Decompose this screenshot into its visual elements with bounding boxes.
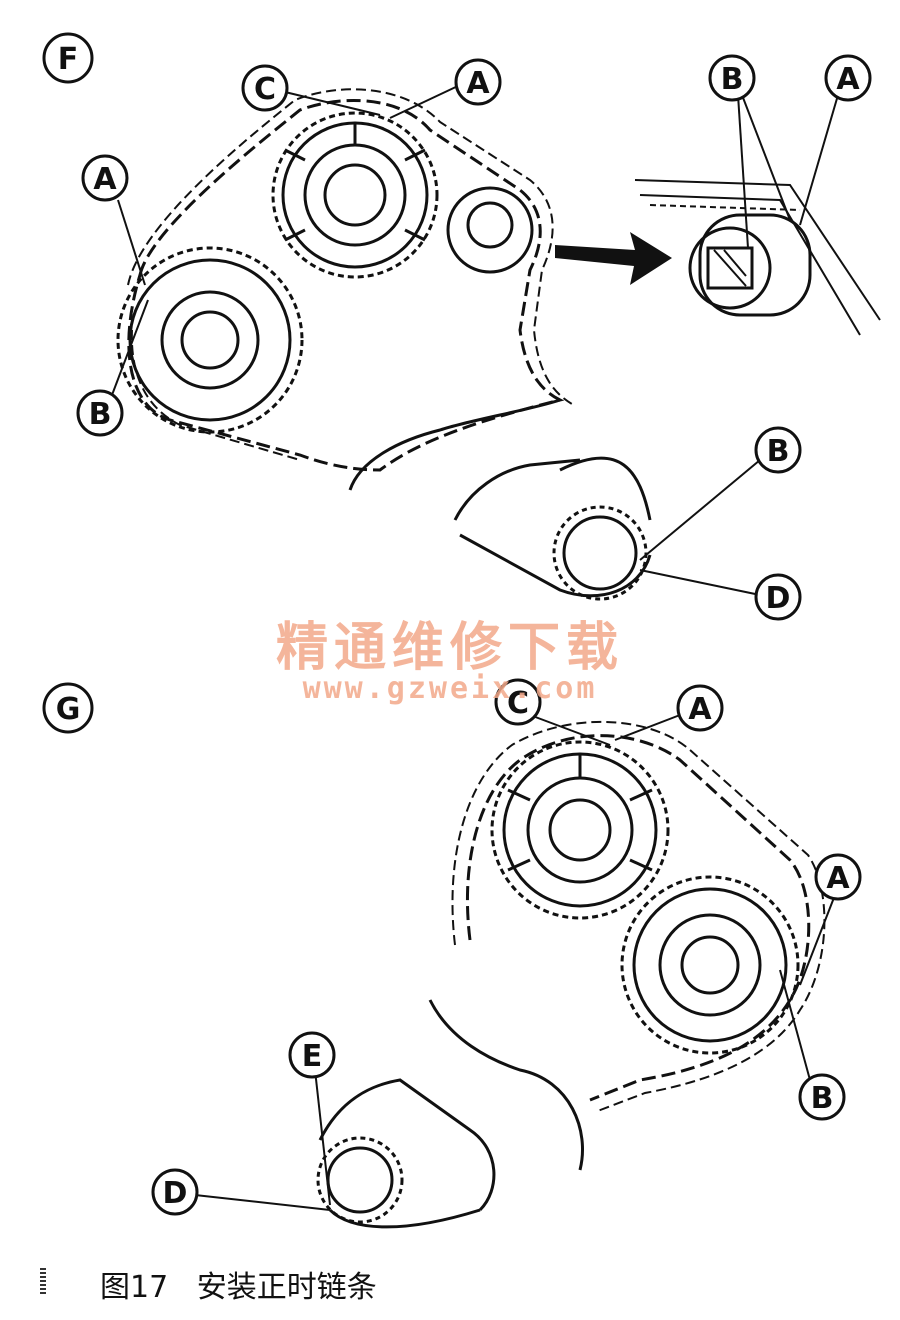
- svg-text:B: B: [721, 62, 744, 97]
- cylinder-head-outline-f: [348, 398, 561, 491]
- callout-a-g-top: A: [676, 684, 724, 732]
- svg-text:B: B: [89, 397, 112, 432]
- svg-text:C: C: [507, 686, 529, 721]
- idler-roller-f: [446, 186, 534, 274]
- svg-text:B: B: [767, 434, 790, 469]
- callout-e-g: E: [288, 1031, 336, 1079]
- callout-d-g: D: [151, 1168, 199, 1216]
- svg-text:G: G: [56, 692, 81, 727]
- svg-text:A: A: [93, 162, 117, 197]
- watermark-url: www.gzweix.com: [303, 671, 598, 706]
- figure-number: 图17: [100, 1270, 169, 1305]
- tensioner-detail-f: [634, 179, 881, 336]
- svg-text:C: C: [254, 72, 276, 107]
- figure-title: 安装正时链条: [196, 1270, 377, 1305]
- svg-text:D: D: [163, 1176, 188, 1211]
- callout-a-g-right: A: [814, 853, 862, 901]
- callout-c-g: C: [494, 678, 542, 726]
- svg-text:A: A: [688, 692, 712, 727]
- camshaft-sprocket-upper-f: [271, 111, 439, 279]
- timing-chain-f: [127, 98, 565, 472]
- camshaft-sprocket-lower-g: [620, 875, 800, 1055]
- camshaft-sprocket-lower-f: [116, 246, 304, 434]
- svg-text:E: E: [302, 1039, 323, 1074]
- detail-arrow-f: [555, 232, 672, 285]
- panel-label-g: G: [42, 682, 94, 734]
- callout-c-f: C: [241, 64, 289, 112]
- leader-lines: [111, 84, 839, 1211]
- panel-g: [316, 720, 826, 1229]
- panel-label-f: F: [42, 32, 94, 84]
- svg-text:B: B: [811, 1081, 834, 1116]
- callout-a-f-left: A: [81, 154, 129, 202]
- svg-text:A: A: [466, 66, 490, 101]
- figure-caption: 图17 安装正时链条: [100, 1262, 377, 1306]
- callout-b-f-detail: B: [708, 54, 756, 102]
- callout-b-f-crank: B: [754, 426, 802, 474]
- crankshaft-sprocket-g: [316, 1078, 496, 1229]
- callout-a-f-top: A: [454, 58, 502, 106]
- watermark-title: 精通维修下载: [276, 618, 624, 678]
- watermark: 精通维修下载 www.gzweix.com: [276, 618, 624, 706]
- callout-d-f: D: [754, 573, 802, 621]
- caption-marker: [40, 1268, 46, 1296]
- timing-chain-g: [466, 734, 811, 1102]
- svg-text:A: A: [826, 861, 850, 896]
- crankshaft-sprocket-f: [453, 456, 652, 601]
- callouts: F G C A A B B A: [42, 32, 872, 1216]
- callout-a-f-detail: A: [824, 54, 872, 102]
- cylinder-head-outline-g: [428, 999, 584, 1171]
- camshaft-sprocket-upper-g: [490, 740, 670, 920]
- panel-f: [116, 88, 881, 601]
- svg-text:A: A: [836, 62, 860, 97]
- svg-text:F: F: [58, 42, 79, 77]
- callout-b-g: B: [798, 1073, 846, 1121]
- callout-b-f-left: B: [76, 389, 124, 437]
- svg-text:D: D: [766, 581, 791, 616]
